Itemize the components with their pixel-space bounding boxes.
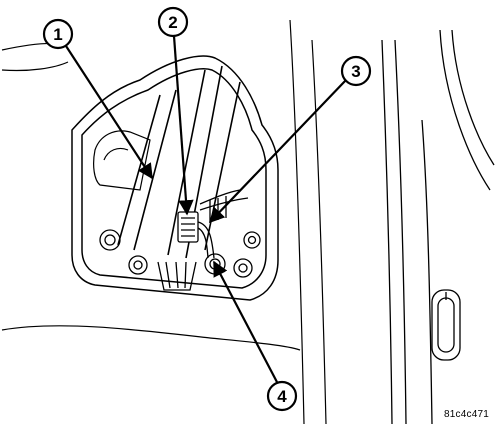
wire-connector (177, 189, 249, 259)
leader-line-2 (172, 35, 194, 216)
door-edge (381, 29, 495, 424)
door-handle-slot (431, 289, 461, 361)
door-panel (1, 19, 327, 424)
figure-reference-code: 81c4c471 (444, 409, 489, 420)
leader-line-4 (213, 260, 279, 385)
lower-bracket (157, 261, 197, 291)
leader-lines (65, 35, 347, 385)
callout-1: 1 (42, 18, 74, 50)
leader-line-1 (65, 45, 153, 180)
callout-4-label: 4 (277, 387, 287, 406)
callout-2: 2 (157, 6, 189, 38)
callout-3-label: 3 (351, 62, 360, 81)
callout-4: 4 (266, 380, 298, 412)
leader-line-3 (208, 79, 347, 224)
access-opening (71, 55, 279, 301)
callout-3: 3 (340, 55, 372, 87)
callout-1-label: 1 (53, 25, 62, 44)
callout-2-label: 2 (168, 13, 177, 32)
